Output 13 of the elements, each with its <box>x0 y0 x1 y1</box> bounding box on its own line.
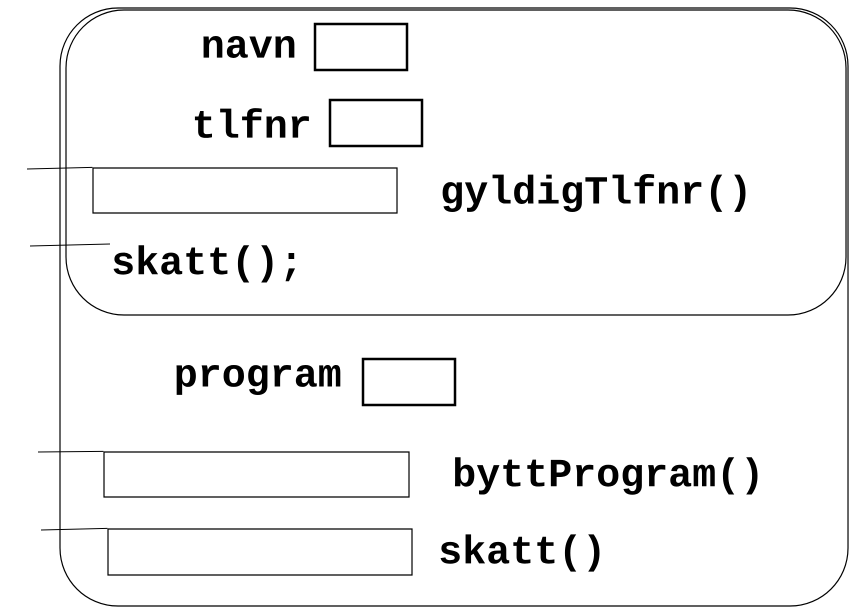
code-label: program <box>176 365 340 395</box>
code-label: byttProgram() <box>454 457 758 495</box>
rounded-panel <box>59 7 849 607</box>
leader-line <box>26 166 93 170</box>
leader-line <box>30 244 110 246</box>
rounded-panel <box>65 9 847 316</box>
code-label: gyldigTlfnr() <box>442 174 746 212</box>
code-text: skatt(); <box>114 245 296 282</box>
leader-line <box>40 528 108 530</box>
leader-line <box>38 450 104 452</box>
code-label: skatt() <box>440 534 600 572</box>
code-label: tlfnr <box>194 108 309 138</box>
code-label: navn <box>203 36 294 58</box>
